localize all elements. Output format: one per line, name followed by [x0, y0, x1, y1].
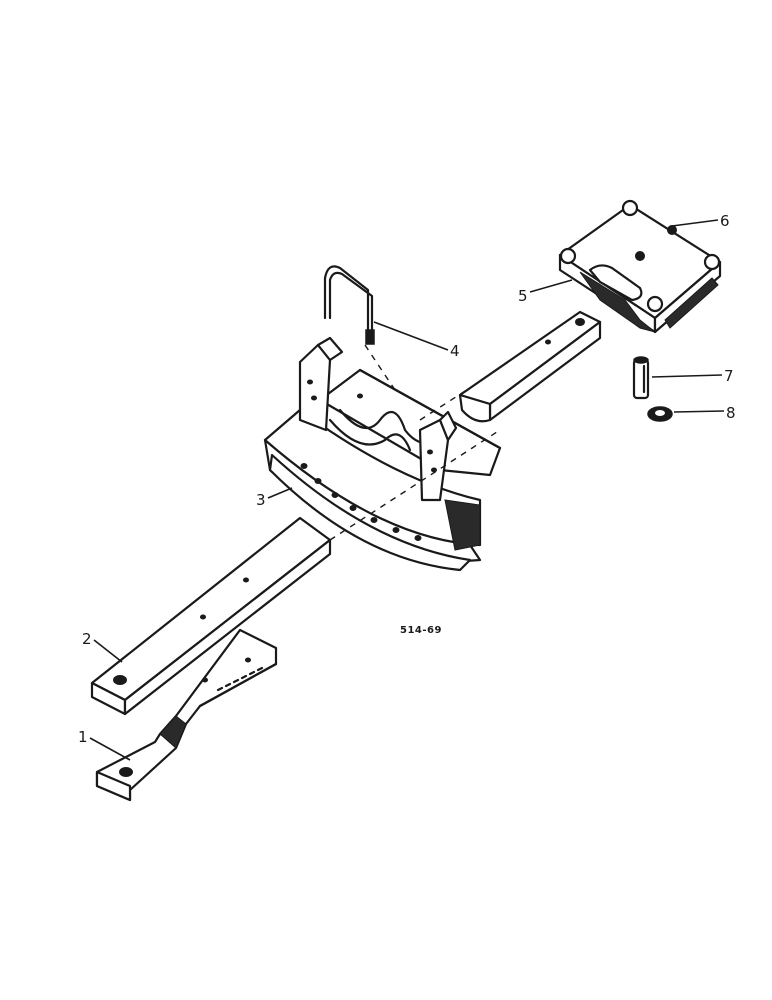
part-2-drawbar: [90, 516, 332, 716]
part-5-6-hitch-plate: [558, 199, 722, 334]
drawing-reference-code: 514-69: [400, 625, 442, 636]
callout-3: 3: [256, 491, 266, 509]
callout-6: 6: [720, 212, 730, 230]
part-7-pin: [632, 356, 650, 400]
callouts: 1 2 3 4 5 6 7 8: [78, 212, 736, 761]
part-3-drawbar-frame: [263, 336, 502, 572]
part-4-u-bolt: [323, 265, 375, 345]
callout-7: 7: [724, 367, 734, 385]
callout-4: 4: [450, 342, 460, 360]
rear-bar-section: [458, 310, 602, 423]
callout-5: 5: [518, 287, 528, 305]
part-8-washer: [647, 406, 673, 422]
assembly-guide-lines: [329, 329, 561, 541]
callout-2: 2: [82, 630, 92, 648]
callout-1: 1: [78, 728, 88, 746]
callout-8: 8: [726, 404, 736, 422]
part-1-offset-drawbar: [95, 628, 278, 802]
